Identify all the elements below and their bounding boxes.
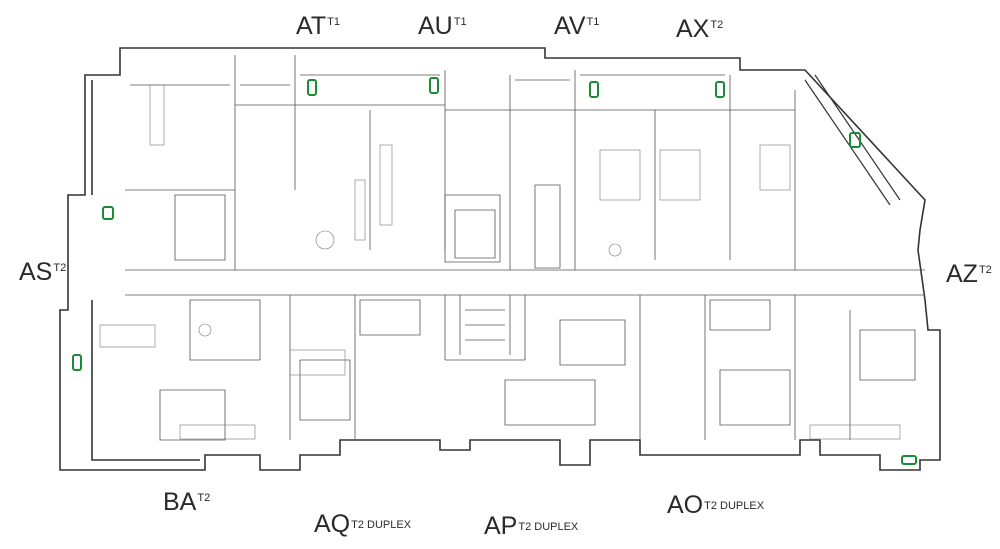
outer-walls — [59, 47, 941, 471]
interior-walls — [125, 55, 925, 441]
unit-label-au: AUT1 — [418, 12, 467, 40]
unit-label-ap: APT2 DUPLEX — [484, 512, 579, 540]
unit-label-at: ATT1 — [296, 12, 340, 40]
green-markers — [72, 77, 917, 465]
unit-label-ba: BAT2 — [163, 488, 211, 516]
unit-label-aq: AQT2 DUPLEX — [314, 510, 412, 538]
unit-label-az: AZT2 — [946, 260, 992, 288]
furniture — [99, 84, 901, 440]
unit-label-ao: AOT2 DUPLEX — [667, 491, 765, 519]
unit-label-av: AVT1 — [554, 12, 600, 40]
unit-label-ax: AXT2 — [676, 15, 724, 43]
unit-label-as: AST2 — [19, 258, 67, 286]
